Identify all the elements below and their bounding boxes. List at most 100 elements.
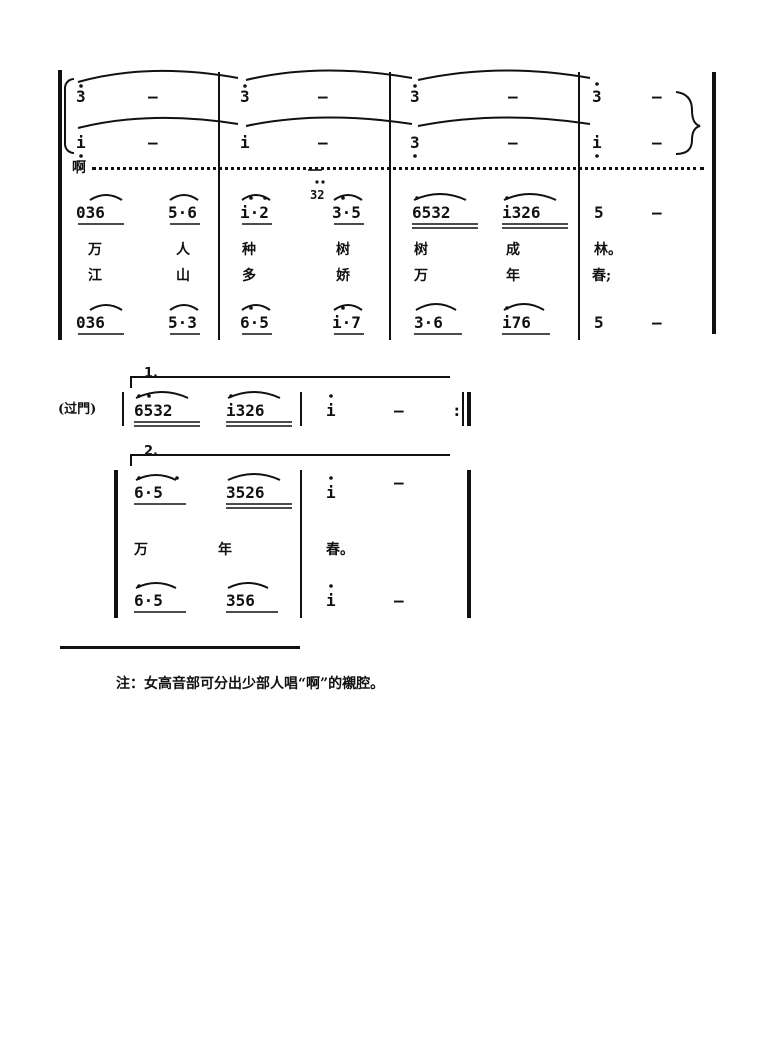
note-group: 3·5: [332, 203, 361, 222]
slur: [135, 582, 177, 589]
barline: [300, 470, 302, 618]
slur: [241, 194, 271, 201]
slur: [227, 391, 281, 399]
lyric: 成: [506, 242, 520, 258]
dash: —: [394, 473, 404, 492]
first-ending-number: 1.: [144, 366, 158, 381]
dash: —: [508, 133, 518, 152]
tie: [245, 116, 413, 127]
first-ending-bracket: [130, 376, 450, 388]
repeat-barline: [462, 392, 464, 426]
slur: [89, 194, 123, 201]
lyric: 种: [242, 242, 256, 258]
second-ending-number: 2.: [144, 444, 158, 459]
note: 3: [592, 87, 602, 106]
slur: [333, 194, 363, 201]
note: i: [240, 133, 250, 152]
dash: —: [318, 133, 328, 152]
barline: [389, 72, 391, 340]
note-group: 6·5: [134, 591, 163, 610]
note-group: i326: [502, 203, 541, 222]
dash: —: [508, 87, 518, 106]
note: i: [592, 133, 602, 152]
note: 3: [76, 87, 86, 106]
note: 3: [240, 87, 250, 106]
note-group: i76: [502, 313, 531, 332]
lyric: 林。: [594, 242, 622, 258]
slur: [503, 303, 545, 311]
note: 5: [594, 203, 604, 222]
footnote: 注：女高音部可分出少部人唱“啊”的襯腔。: [116, 676, 385, 692]
dash: —: [652, 87, 662, 106]
descant-dotted-line: [92, 167, 704, 170]
note-group: 5·3: [168, 313, 197, 332]
brace-soprano: [64, 78, 74, 154]
lyric: 万: [414, 268, 428, 284]
note: i: [76, 133, 86, 152]
lyric: 山: [176, 268, 190, 284]
tie: [417, 69, 591, 81]
note-group: i·2: [240, 203, 269, 222]
note-group: 6532: [134, 401, 173, 420]
lyric: 娇: [336, 268, 350, 284]
second-ending-bracket: [130, 454, 450, 466]
tie: [77, 116, 239, 129]
slur: [169, 194, 199, 201]
lyric: 人: [176, 242, 190, 258]
note-group: 3526: [226, 483, 265, 502]
lyric: 树: [414, 242, 428, 258]
repeat-dots: :: [452, 401, 462, 420]
final-barline: [712, 72, 716, 334]
barline: [218, 72, 220, 340]
note-group: 6532: [412, 203, 451, 222]
barline: [578, 72, 580, 340]
note-group: 036: [76, 203, 105, 222]
dash: —: [652, 133, 662, 152]
note-group: 6·5: [240, 313, 269, 332]
note: 5: [594, 313, 604, 332]
note-group: 6·5: [134, 483, 163, 502]
slur: [413, 193, 467, 201]
lyric: 万: [134, 542, 148, 558]
note-group: 036: [76, 313, 105, 332]
note-group: 5·6: [168, 203, 197, 222]
lyric: 年: [218, 542, 232, 558]
dash: —: [652, 313, 662, 332]
descant-syllable: 啊: [72, 160, 86, 176]
lyric: 多: [242, 268, 256, 284]
note-group: i326: [226, 401, 265, 420]
note: 3: [410, 87, 420, 106]
system-bracket: [114, 470, 118, 618]
slur: [503, 193, 557, 201]
slur: [89, 304, 123, 311]
brace-right: [675, 91, 701, 155]
note: i: [326, 401, 336, 420]
dash: —: [318, 87, 328, 106]
slur: [241, 304, 271, 311]
note: 3: [410, 133, 420, 152]
dash: —: [394, 401, 404, 420]
system-bracket: [58, 70, 62, 340]
grace-notes: 32: [310, 188, 325, 202]
repeat-barline-thick: [467, 392, 471, 426]
dash: —: [148, 133, 158, 152]
footnote-rule: [60, 646, 300, 649]
lyric: 春。: [326, 542, 354, 558]
lyric: 万: [88, 242, 102, 258]
note: i: [326, 483, 336, 502]
dash: —: [652, 203, 662, 222]
tie: [77, 69, 239, 83]
tie: [417, 116, 591, 127]
lyric: 树: [336, 242, 350, 258]
interlude-label: (过門): [58, 402, 97, 417]
lyric: 年: [506, 268, 520, 284]
slur: [135, 391, 189, 399]
note: i: [326, 591, 336, 610]
slur: [135, 474, 177, 481]
slur: [227, 582, 269, 589]
lyric: 春;: [592, 268, 612, 284]
slur: [415, 303, 457, 311]
final-barline: [467, 470, 471, 618]
note-group: 356: [226, 591, 255, 610]
